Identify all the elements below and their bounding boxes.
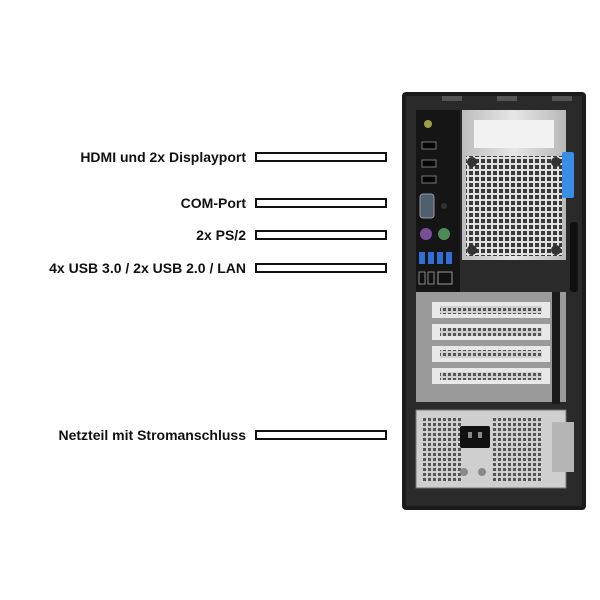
callout-label-usb-lan: 4x USB 3.0 / 2x USB 2.0 / LAN [49,260,246,276]
release-latch-icon [562,152,574,198]
usb2-port-icon [427,271,435,285]
callout-label-com-port: COM-Port [180,195,246,211]
callout-bar-usb-lan [255,263,387,273]
callout-bar-ps2 [255,230,387,240]
fan-grille [466,156,562,256]
callout-label-ps2: 2x PS/2 [196,227,246,243]
ps2-keyboard-icon [420,228,432,240]
callout-bar-psu [255,430,387,440]
usb3-port-icon [437,252,443,264]
callout-bar-com-port [255,198,387,208]
com-port-icon [419,193,435,219]
usb2-port-icon [418,271,426,285]
usb3-port-icon [446,252,452,264]
usb3-port-icon [428,252,434,264]
ps2-mouse-icon [438,228,450,240]
hdmi-port-icon [421,141,437,150]
lan-port-icon [437,271,453,285]
callout-label-hdmi-displayport: HDMI und 2x Displayport [80,149,246,165]
callout-label-psu: Netzteil mit Stromanschluss [58,427,247,443]
power-socket-icon [460,426,490,448]
audio-jack-icon [424,120,432,128]
callout-bar-hdmi-displayport [255,152,387,162]
displayport-icon [421,159,437,168]
usb3-port-icon [419,252,425,264]
pc-tower-rear-image [402,92,586,510]
displayport-icon [421,175,437,184]
